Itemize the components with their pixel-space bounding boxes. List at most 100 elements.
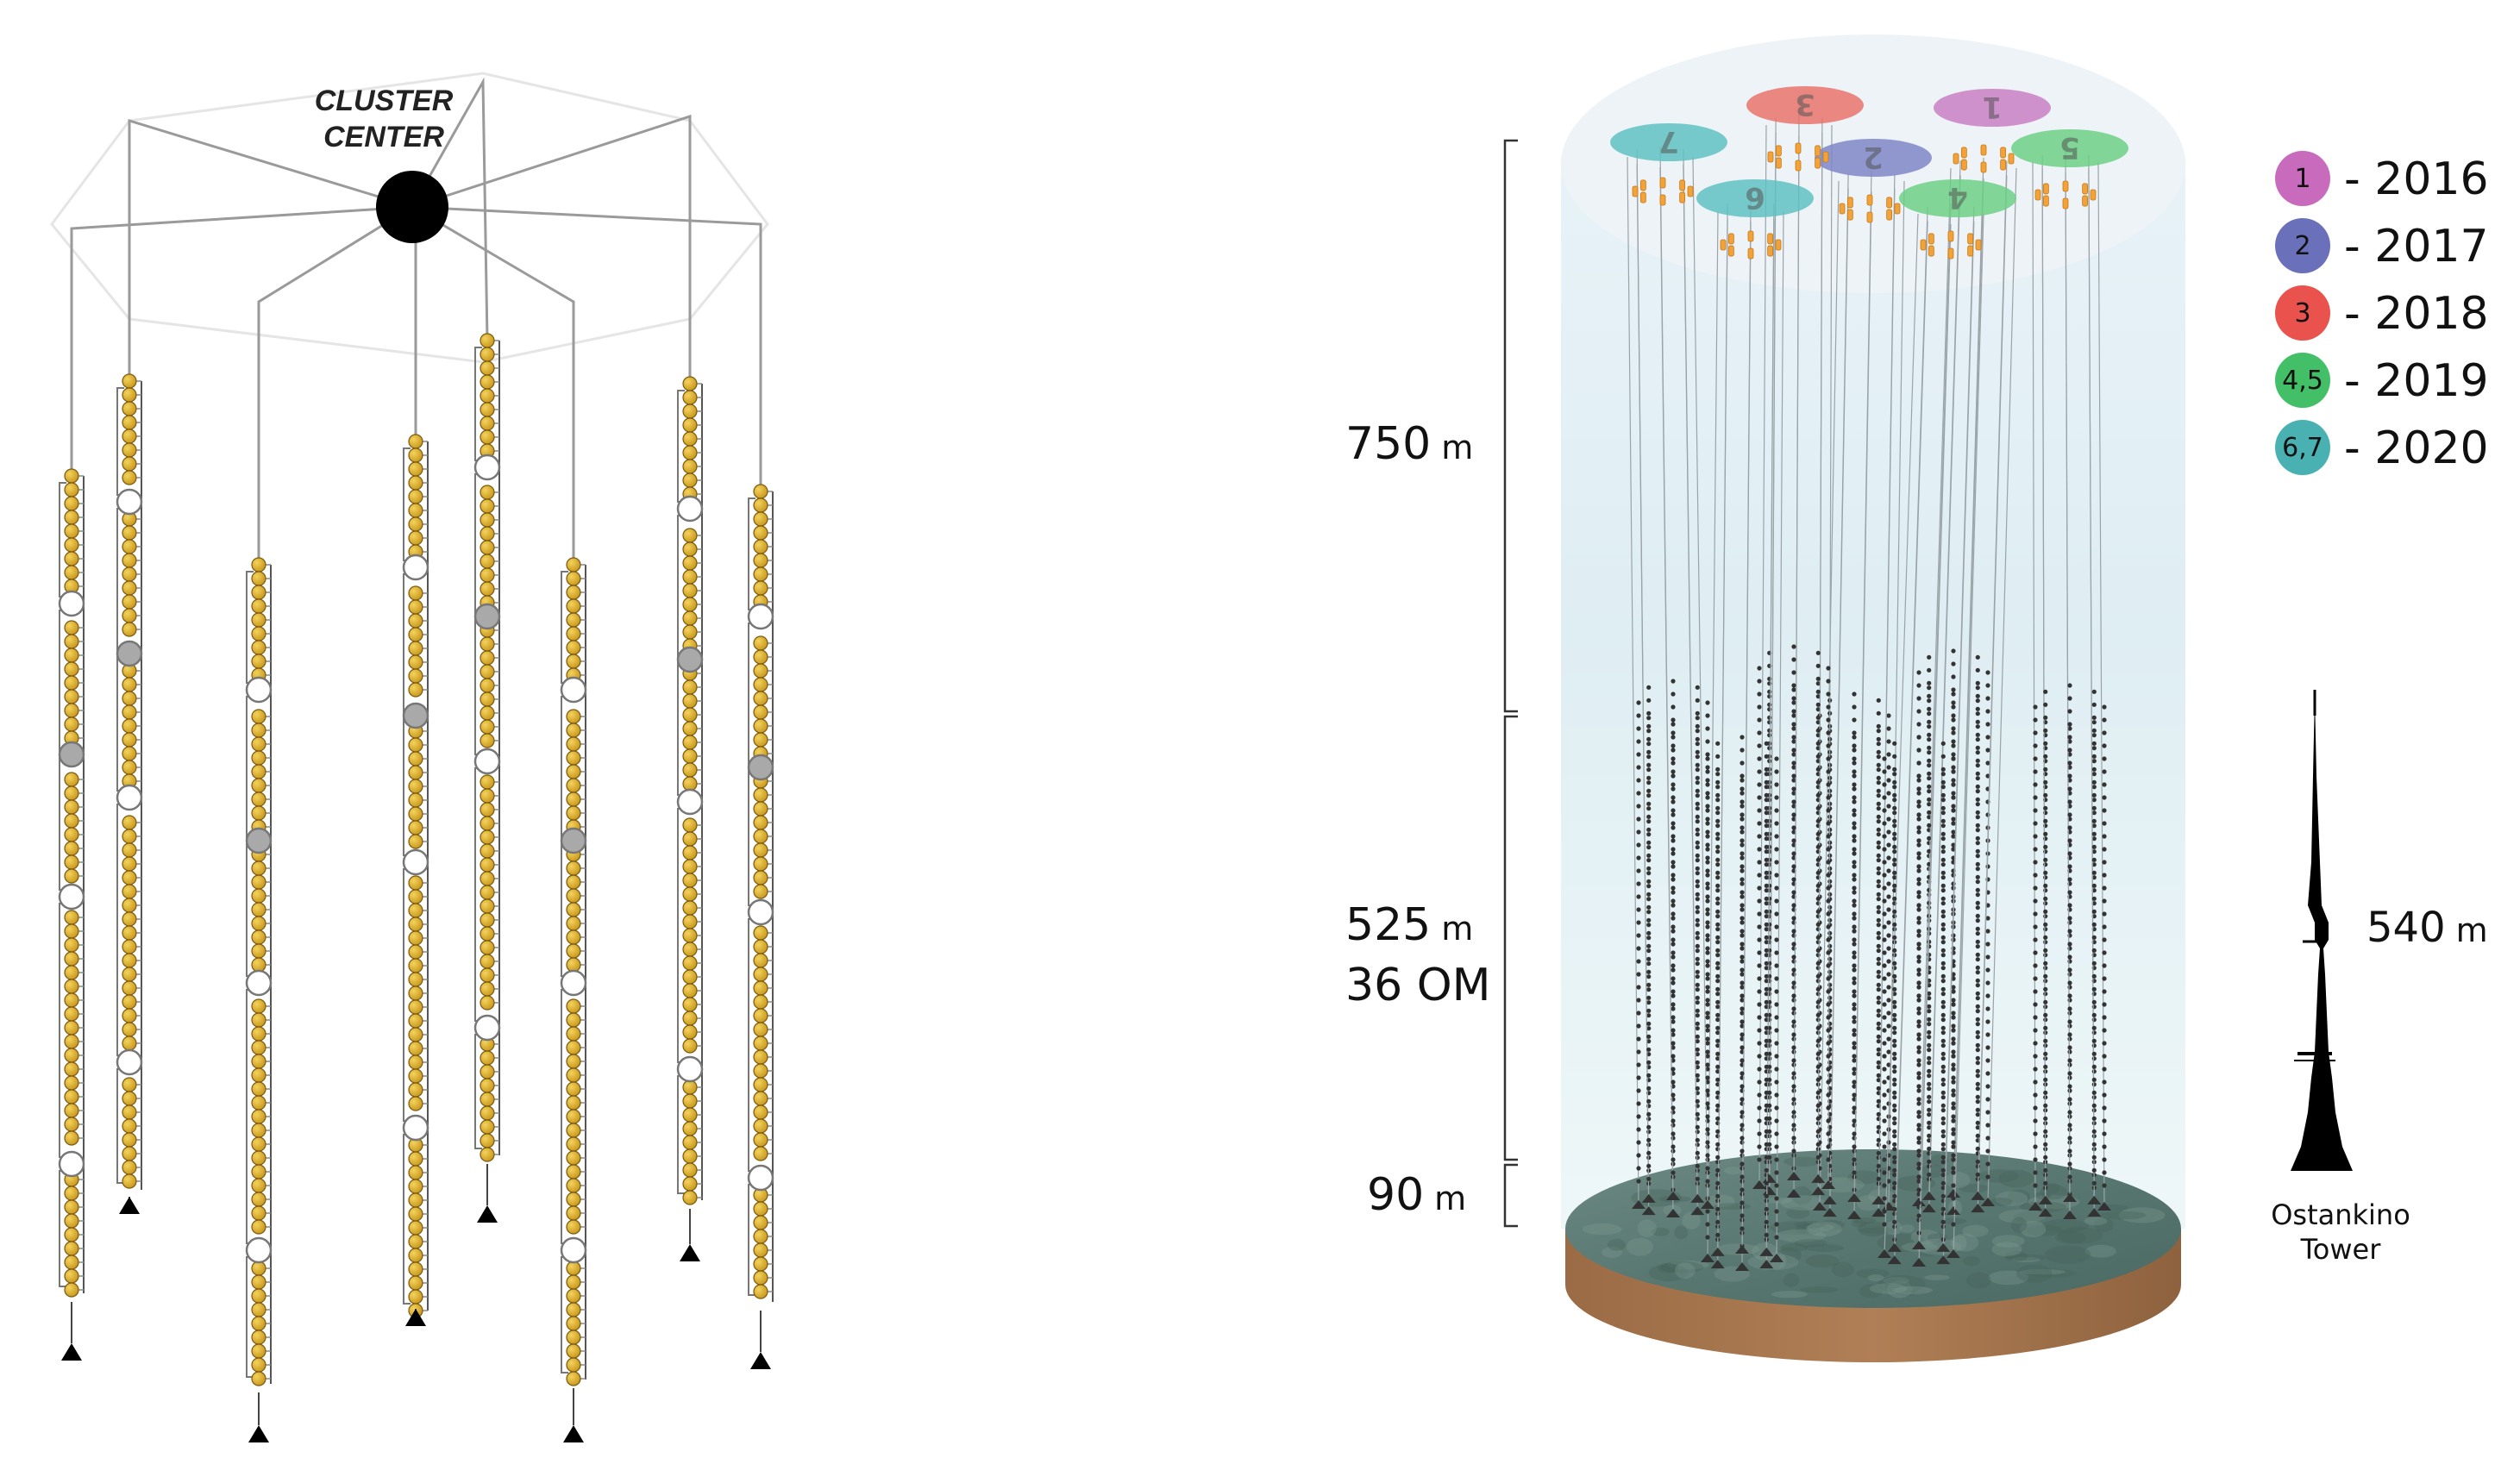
optical-module: [1705, 795, 1710, 800]
optical-module: [1892, 883, 1897, 888]
optical-module: [1715, 1180, 1721, 1186]
optical-module: [1826, 821, 1831, 826]
optical-module: [1671, 825, 1676, 830]
optical-module: [1740, 799, 1745, 804]
anchor-weight: [2063, 1211, 2077, 1219]
optical-module: [2033, 1170, 2038, 1175]
optical-module: [1791, 817, 1796, 822]
bed-speck: [1817, 1177, 1865, 1193]
anchor-weight: [1813, 1202, 1827, 1211]
optical-module: [1705, 713, 1710, 718]
optical-module: [1671, 756, 1676, 761]
optical-module: [2067, 916, 2072, 921]
optical-module: [1882, 1079, 1887, 1085]
optical-module: [1764, 1232, 1769, 1237]
optical-module: [251, 1095, 266, 1111]
optical-module: [1826, 924, 1831, 929]
string-cable: [1741, 200, 1752, 1251]
optical-module: [1764, 779, 1769, 785]
optical-module: [1646, 1142, 1652, 1148]
optical-module: [753, 1036, 768, 1051]
optical-module: [1886, 1179, 1891, 1184]
optical-module: [2102, 821, 2107, 826]
string-cable: [1692, 156, 1708, 1206]
bed-speck: [1794, 1238, 1828, 1248]
optical-module: [1892, 1043, 1897, 1048]
legend-item-3: 3- 2018: [2275, 285, 2489, 341]
optical-module: [1791, 890, 1796, 895]
optical-module: [1695, 1060, 1700, 1065]
optical-module: [1916, 920, 1921, 925]
optical-module: [1715, 1160, 1721, 1165]
optical-module: [682, 472, 698, 488]
optical-module: [753, 511, 768, 527]
optical-module: [1705, 1166, 1710, 1171]
anchor-weight: [1936, 1255, 1951, 1265]
optical-module: [1882, 1157, 1887, 1162]
optical-module: [1826, 717, 1831, 723]
optical-module: [1882, 976, 1887, 981]
anchor-weight: [477, 1205, 498, 1223]
string-module: [116, 640, 143, 667]
optical-module: [2091, 1043, 2097, 1048]
optical-module: [480, 788, 495, 804]
optical-module: [1646, 742, 1652, 747]
optical-module: [1695, 943, 1700, 948]
optical-module: [753, 953, 768, 968]
optical-module: [1791, 739, 1796, 744]
legend-badge: 4,5: [2282, 366, 2323, 396]
optical-module: [1882, 1067, 1887, 1072]
optical-module: [1740, 993, 1745, 998]
bed-speck: [1989, 1197, 2013, 1206]
optical-module: [1940, 1116, 1946, 1121]
optical-module: [480, 1078, 495, 1093]
optical-module: [1951, 739, 1956, 744]
detector-string: [245, 557, 273, 1442]
optical-module: [1876, 723, 1881, 729]
optical-module: [1774, 950, 1779, 955]
optical-module: [2033, 911, 2038, 917]
optical-module: [1876, 974, 1881, 979]
optical-module: [1852, 911, 1857, 917]
optical-module: [1886, 881, 1891, 886]
optical-module: [122, 1104, 137, 1120]
depth-bracket-750: [1503, 139, 1518, 713]
optical-module: [1764, 901, 1769, 906]
optical-module: [251, 723, 266, 738]
optical-module: [1636, 1062, 1641, 1067]
anchor-weight: [2028, 1202, 2042, 1211]
optical-module: [1852, 1079, 1857, 1085]
optical-module: [2102, 769, 2107, 774]
bed-speck: [1899, 1224, 1915, 1233]
optical-module: [408, 1054, 423, 1070]
optical-module: [753, 1284, 768, 1299]
optical-module: [251, 1219, 266, 1235]
optical-module: [1927, 815, 1932, 820]
optical-module: [1764, 1004, 1769, 1010]
optical-module: [408, 1192, 423, 1208]
anchor-weight: [1666, 1209, 1680, 1217]
optical-module: [1882, 1209, 1887, 1214]
center-link-2: [128, 118, 413, 381]
optical-module: [2102, 730, 2107, 735]
optical-module: [1815, 779, 1821, 785]
optical-module: [1927, 776, 1932, 781]
optical-module: [1927, 737, 1932, 742]
bed-speck: [1995, 1191, 2028, 1206]
legend-swatch: [2275, 353, 2330, 408]
optical-module: [1695, 1021, 1700, 1026]
optical-module: [122, 594, 137, 610]
optical-module: [1791, 670, 1796, 675]
optical-module: [2033, 847, 2038, 852]
optical-module: [1764, 805, 1769, 810]
optical-module: [1757, 976, 1762, 981]
optical-module: [1740, 894, 1745, 899]
optical-module: [1951, 998, 1956, 1003]
optical-module: [1940, 792, 1946, 798]
section-module: [747, 1164, 774, 1192]
optical-module: [1975, 965, 1980, 970]
optical-module: [1826, 769, 1831, 774]
optical-module: [122, 994, 137, 1010]
optical-module: [1852, 782, 1857, 787]
optical-module: [1791, 954, 1796, 960]
